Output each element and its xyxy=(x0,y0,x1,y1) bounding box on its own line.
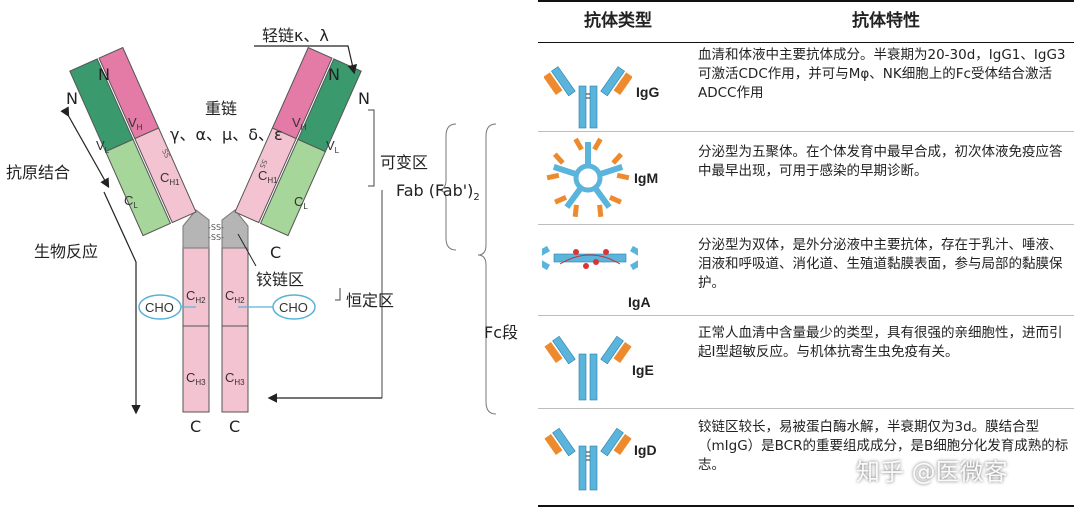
fab-bracket xyxy=(437,123,457,251)
svg-text:SS: SS xyxy=(257,158,268,170)
ige-desc: 正常人血清中含量最少的类型，具有很强的亲细胞性，进而引起I型超敏反应。与机体抗寄… xyxy=(698,325,1063,360)
igd-icon xyxy=(544,427,632,491)
fab-arm-right: SS VH VL CH1 CL xyxy=(234,46,362,237)
vl-domain-right xyxy=(297,58,362,153)
heavy-chain-stem-left: CH2 CH3 xyxy=(182,247,210,413)
row-divider xyxy=(538,131,1074,132)
c-terminal-hinge: C xyxy=(270,243,281,262)
igg-icon xyxy=(544,66,632,129)
disulfide-label-1: -SS- xyxy=(208,223,224,232)
svg-text:SS: SS xyxy=(160,148,171,160)
hinge-region-shape: -SS- -SS- xyxy=(182,209,249,249)
ch2-label-left: CH2 xyxy=(186,288,206,305)
ch3-label-right: CH3 xyxy=(225,370,245,387)
iga-desc: 分泌型为双体，是外分泌液中主要抗体，存在于乳汁、唾液、泪液和呼吸道、消化道、生殖… xyxy=(698,237,1063,291)
ch2-label-right: CH2 xyxy=(225,288,245,305)
vl-label-right: VL xyxy=(326,138,340,155)
n-terminal-heavy-left: N xyxy=(98,65,110,84)
iga-icon xyxy=(542,245,638,271)
ch3-label-left: CH3 xyxy=(186,370,206,387)
row-divider xyxy=(538,224,1074,225)
constant-region-label: 恒定区 xyxy=(346,291,394,310)
igg-name: IgG xyxy=(636,84,660,100)
col-header-feature: 抗体特性 xyxy=(852,11,920,31)
n-terminal-heavy-right: N xyxy=(328,65,340,84)
hinge-region-label: 铰链区 xyxy=(256,270,304,289)
igd-desc: 铰链区较长，易被蛋白酶水解，半衰期仅为3d。膜结合型（mIgG）是BCR的重要组… xyxy=(698,419,1069,473)
variable-region-label: 可变区 xyxy=(380,153,428,172)
heavy-chain-stem-right: CH2 CH3 xyxy=(221,247,249,413)
igm-name: IgM xyxy=(634,170,659,186)
c-terminal-left: C xyxy=(190,417,201,436)
cl-label-right: CL xyxy=(294,194,308,211)
fab-arm-left: SS VH VL CH1 CL xyxy=(69,46,197,237)
table-header-rule xyxy=(538,42,1074,43)
cl-label-left: CL xyxy=(124,193,138,210)
hinge-pointer xyxy=(237,233,257,267)
fc-label: Fc段 xyxy=(484,323,518,342)
vh-label-left: VH xyxy=(128,115,143,132)
fab-label: Fab (Fab')2 xyxy=(396,181,480,203)
light-chain-arrow xyxy=(254,45,358,75)
disulfide-label-2: -SS- xyxy=(208,233,224,242)
heavy-chain-types: γ、α、μ、δ、ε xyxy=(170,125,283,144)
vh-label-right: VH xyxy=(292,115,307,132)
antigen-binding-label: 抗原结合 xyxy=(6,163,70,182)
biological-response-label: 生物反应 xyxy=(34,242,98,261)
antibody-table: 抗体类型 抗体特性 IgG 血清和体液中主要抗体成分。半衰期为20-30d，Ig… xyxy=(538,0,1074,510)
watermark: 知乎 @医微客 xyxy=(856,458,1008,486)
c-terminal-right: C xyxy=(229,417,240,436)
igg-desc: 血清和体液中主要抗体成分。半衰期为20-30d，IgG1、IgG3可激活CDC作… xyxy=(698,47,1066,101)
fc-bracket xyxy=(477,123,497,415)
ch1-label-right: CH1 xyxy=(258,168,278,185)
antibody-structure-diagram: CH2 CH3 CH2 CH3 -SS- -SS- SS VH VL CH1 C… xyxy=(0,0,530,510)
antibody-svg: CH2 CH3 CH2 CH3 -SS- -SS- SS VH VL CH1 C… xyxy=(6,26,518,436)
row-divider xyxy=(538,315,1074,316)
row-divider xyxy=(538,408,1074,409)
vh-domain-right xyxy=(271,46,333,140)
igm-icon xyxy=(546,137,630,218)
biological-response-arrow xyxy=(103,191,141,415)
heavy-chain-label: 重链 xyxy=(205,99,237,118)
svg-text:CHO: CHO xyxy=(279,300,308,315)
ige-name: IgE xyxy=(632,362,654,378)
igm-desc: 分泌型为五聚体。在个体发育中最早合成，初次体液免疫应答中最早出现，可用于感染的早… xyxy=(698,144,1063,179)
n-terminal-light-right: N xyxy=(358,89,370,108)
ige-icon xyxy=(544,335,632,401)
n-terminal-light-left: N xyxy=(66,89,78,108)
iga-name: IgA xyxy=(628,294,651,310)
variable-region-bracket xyxy=(368,109,375,187)
light-chain-label: 轻链κ、λ xyxy=(262,26,329,45)
vh-domain-left xyxy=(98,46,160,140)
col-header-type: 抗体类型 xyxy=(584,11,652,31)
svg-text:CHO: CHO xyxy=(145,300,174,315)
cho-right: CHO xyxy=(238,294,316,320)
antigen-binding-arrow xyxy=(60,106,110,189)
table-bottom-rule xyxy=(538,505,1074,507)
ch1-label-left: CH1 xyxy=(160,170,180,187)
igd-name: IgD xyxy=(634,442,657,458)
table-top-rule xyxy=(538,0,1074,2)
cho-left: CHO xyxy=(138,294,196,320)
